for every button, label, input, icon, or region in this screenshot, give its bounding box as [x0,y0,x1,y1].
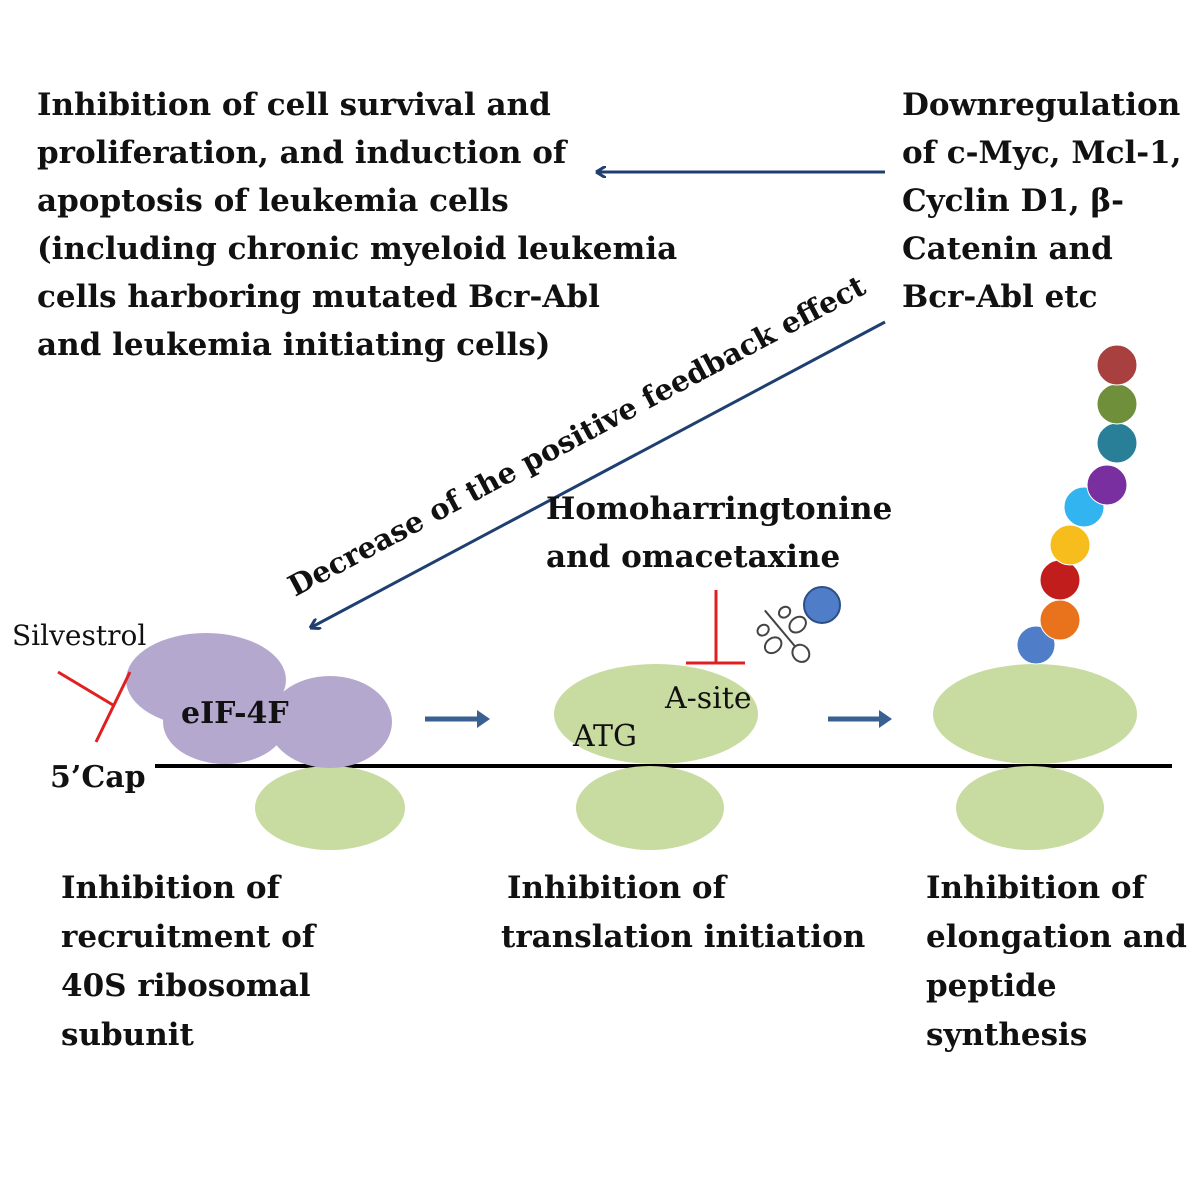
trna-icon [756,605,811,663]
trna-amino-acid-bead [803,586,841,624]
ribosome-60s-subunit-right [933,664,1137,764]
silvestrol-label: Silvestrol [12,619,146,652]
peptide-bead [1086,464,1128,506]
downregulation-text-block: Downregulation of c-Myc, Mcl-1, Cyclin D… [902,87,1192,315]
peptide-bead [1096,344,1138,386]
peptide-bead [1016,625,1056,665]
caption-recruitment: Inhibition of recruitment of 40S ribosom… [61,870,326,1053]
caption-initiation: Inhibition of translation initiation [501,870,865,955]
eif4f-complex [126,633,392,768]
cap-label: 5’Cap [50,760,146,795]
outcome-text-block: Inhibition of cell survival and prolifer… [37,87,688,363]
peptide-bead [1049,524,1091,566]
peptide-bead [1096,422,1138,464]
silvestrol-inhibition-symbol [57,670,132,743]
step-arrowhead-2 [879,710,892,728]
ribosome-40s-subunit-right [956,766,1104,850]
eif4f-label: eIF-4F [181,696,289,731]
ribosome-40s-subunit-left [255,766,405,850]
peptide-bead [1039,599,1081,641]
step-arrowhead-1 [477,710,490,728]
peptide-chain [1016,344,1138,665]
hht-inhibition-symbol [686,590,745,665]
ribosome-60s-subunit-middle [554,664,758,764]
ribosome-40s-subunit-middle [576,766,724,850]
atg-label: ATG [572,719,637,754]
asite-label: A-site [664,681,752,716]
peptide-bead [1039,559,1081,601]
homoharringtonine-label: Homoharringtonine and omacetaxine [546,491,903,575]
peptide-bead [1096,383,1138,425]
caption-elongation: Inhibition of elongation and peptide syn… [926,870,1198,1053]
feedback-arrow [310,320,886,628]
